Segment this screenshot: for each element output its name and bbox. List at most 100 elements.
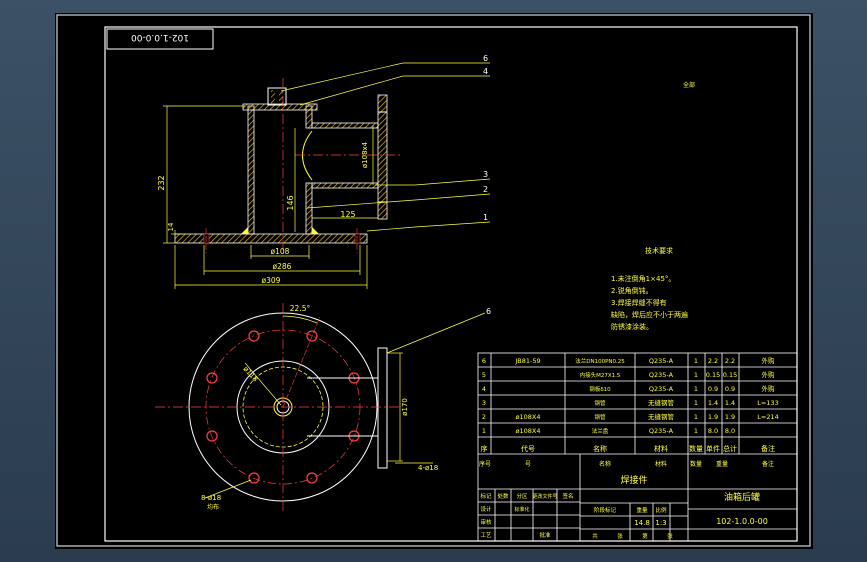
bom-h-code: 代号 (521, 444, 535, 453)
bom-cell-total-weight: 0.15 (723, 371, 737, 379)
tb-h-name: 名称 (599, 460, 611, 468)
bom-cell-no: 5 (482, 371, 486, 379)
bom-cell-total-weight: 8.0 (725, 427, 735, 435)
bom-cell-material: 无缝钢管 (648, 412, 675, 421)
bom-cell-code: JB81-59 (514, 357, 540, 365)
dim-angle: 22.5° (290, 304, 311, 313)
bom-cell-name: 内接头M27X1.5 (580, 371, 621, 379)
tb-label-approve: 批准 (539, 531, 551, 539)
bom-cell-note: 外购 (762, 356, 776, 365)
bom-h-total: 总计 (723, 444, 737, 453)
dim-125: 125 (340, 210, 355, 219)
bom-cell-name: 钢板δ10 (589, 385, 611, 393)
tech-line-3: 3.焊接焊缝不得有 (611, 298, 667, 307)
bom-cell-material: Q235-A (649, 385, 674, 393)
tb-h-note: 备注 (762, 460, 774, 468)
tb-label-no: 第 (642, 532, 648, 540)
tech-line-4: 缺陷，焊后应不小于两遍 (611, 310, 688, 319)
tb-label-sign: 签名 (562, 492, 573, 500)
bom-h-unit: 单件 (706, 444, 720, 453)
tb-label-design: 设计 (480, 505, 492, 513)
dim-118: ø118 (242, 365, 260, 383)
bom-cell-qty: 1 (694, 399, 698, 407)
tb-label-stage: 阶段标记 (594, 506, 617, 514)
bom-cell-material: Q235-A (649, 427, 674, 435)
bom-cell-total-weight: 0.9 (725, 385, 735, 393)
dim-286: ø286 (273, 262, 292, 271)
roughness-note: 全部 (683, 81, 695, 89)
tech-line-5: 防锈漆涂装。 (611, 322, 653, 331)
tech-line-2: 2.锐角倒钝。 (611, 286, 653, 295)
tech-line-1: 1.未注倒角1×45°。 (611, 274, 675, 283)
dim-170: ø170 (401, 398, 409, 416)
balloon-4: 4 (483, 67, 488, 76)
dim-holes8: 8-ø18 (201, 494, 221, 502)
tb-label-sheet1: 张 (617, 532, 623, 540)
drawing-title: 油箱后罐 (724, 491, 760, 503)
tb-label-count: 处数 (497, 492, 509, 500)
bom-h-name: 名称 (593, 444, 607, 453)
tb-h-no: 序号 (479, 460, 491, 468)
tb-label-sheet2: 张 (667, 532, 673, 540)
tb-label-weight: 重量 (636, 506, 648, 514)
cad-viewport[interactable]: 102-1.0.0-00 全部 (55, 13, 813, 549)
outer-frame (56, 14, 811, 547)
dim-holes4: 4-ø18 (418, 464, 438, 472)
plan-view: 22.5° ø118 ø170 4-ø18 8-ø18 均布 6 (155, 303, 491, 513)
bom-cell-no: 4 (482, 385, 486, 393)
bom-cell-name: 法兰盘 (592, 427, 609, 435)
title-code: 102-1.0.0-00 (716, 517, 768, 526)
dim-146: 146 (286, 195, 295, 210)
tech-requirements: 技术要求 1.未注倒角1×45°。 2.锐角倒钝。 3.焊接焊缝不得有 缺陷，焊… (611, 246, 688, 331)
tb-label-mark: 标记 (480, 492, 492, 500)
bom-cell-qty: 1 (694, 357, 698, 365)
bom-cell-material: Q235-A (649, 371, 674, 379)
bom-cell-note: 外购 (762, 370, 776, 379)
bom-h-note: 备注 (761, 444, 775, 453)
scale-value: 1:3 (655, 519, 666, 527)
tb-label-total: 共 (592, 532, 598, 540)
code-box (106, 28, 214, 50)
tb-label-std: 标准化 (514, 506, 529, 513)
bom-cell-no: 1 (482, 427, 486, 435)
bom-cell-name: 钢管 (594, 399, 606, 407)
tb-label-review: 审核 (480, 518, 492, 526)
front-view: 232 14 146 125 ø108x4 ø108 ø286 ø309 6 4… (157, 54, 491, 289)
bom-cell-qty: 1 (694, 427, 698, 435)
part-name: 焊接件 (620, 474, 647, 486)
bom-cell-material: Q235-A (649, 357, 674, 365)
dim-108: ø108 (271, 247, 290, 256)
bom-cell-unit-weight: 1.4 (708, 399, 718, 407)
tb-label-doc: 更改文件号 (532, 493, 557, 500)
dim-holes8-note: 均布 (207, 503, 219, 511)
tech-title: 技术要求 (645, 246, 673, 255)
balloon-1: 1 (483, 213, 488, 222)
bom-cell-note: L=133 (757, 399, 778, 407)
plan-balloon-6: 6 (486, 307, 491, 316)
bom-cell-name: 钢管 (594, 413, 606, 421)
bom-cell-no: 6 (482, 357, 486, 365)
dim-14: 14 (167, 222, 175, 231)
balloon-3: 3 (483, 170, 488, 179)
bom-cell-material: 无缝钢管 (648, 398, 675, 407)
dim-309: ø309 (262, 276, 281, 285)
bom-cell-qty: 1 (694, 385, 698, 393)
bom-cell-qty: 1 (694, 371, 698, 379)
bom-cell-note: 外购 (762, 384, 776, 393)
drawing-code-rotated: 102-1.0.0-00 (131, 32, 189, 42)
bom-cell-note: L=214 (757, 413, 778, 421)
bom-h-no: 序 (481, 444, 488, 453)
balloon-6: 6 (483, 54, 488, 63)
bom-cell-no: 2 (482, 413, 486, 421)
tb-label-scale: 比例 (655, 506, 667, 514)
bom-cell-total-weight: 2.2 (725, 357, 735, 365)
bom-cell-unit-weight: 1.9 (708, 413, 718, 421)
bom-cell-total-weight: 1.4 (725, 399, 735, 407)
bom-cell-qty: 1 (694, 413, 698, 421)
bom-cell-code: ø108X4 (516, 413, 541, 421)
tb-label-process: 工艺 (480, 532, 492, 539)
bom-cell-no: 3 (482, 399, 486, 407)
bom-cell-unit-weight: 0.9 (708, 385, 718, 393)
